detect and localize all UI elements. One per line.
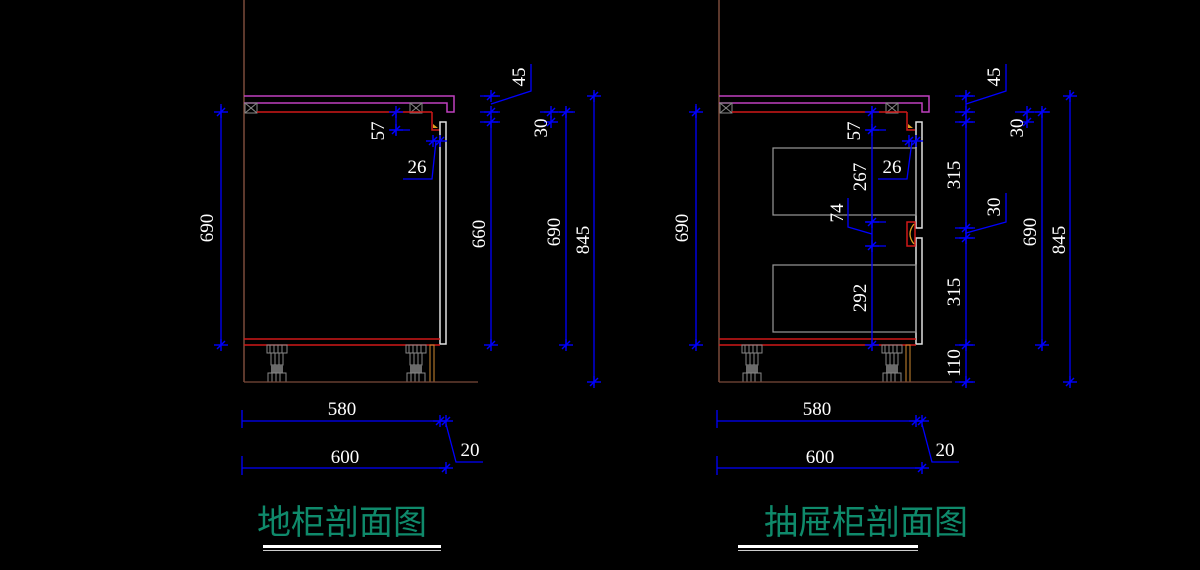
dim-inner-width: 580 (241, 399, 454, 428)
kickboard (429, 344, 435, 383)
dim-left-height-label: 690 (672, 214, 693, 243)
dim-drawer-gap-label: 74 (827, 203, 848, 223)
mid-handle-curve (909, 223, 915, 245)
dim-right-690: 690 (1020, 105, 1050, 352)
dim-right-30-label: 30 (531, 119, 552, 138)
kickboard (905, 344, 911, 383)
handle-profile (906, 112, 915, 131)
handle-mark (908, 124, 913, 128)
dim-countertop: 45 (480, 64, 532, 129)
drawer-cabinet-section: 690 57 267 74 292 26 (672, 0, 1078, 551)
dim-countertop-label: 45 (509, 68, 530, 87)
dim-countertop-label: 45 (984, 68, 1005, 87)
dim-right-660-label: 660 (469, 220, 490, 249)
dim-front-top-label: 315 (944, 161, 965, 190)
dim-handle-gap: 26 (878, 134, 924, 180)
dim-right-660: 660 (469, 122, 499, 352)
drawer-box-top (772, 147, 917, 216)
dim-right-690-label: 690 (1020, 218, 1041, 247)
drawing-title: 抽屉柜剖面图 (764, 503, 968, 543)
handle-mark (433, 124, 438, 128)
title-underline (738, 545, 918, 548)
drawer-front-bottom (915, 237, 923, 345)
base-cabinet-section: 690 57 26 45 660 30 (197, 0, 602, 551)
dim-right-690-label: 690 (544, 218, 565, 247)
drawer-box-bottom (772, 264, 917, 333)
dim-handle-gap-label: 26 (883, 157, 902, 178)
drawing-title: 地柜剖面图 (257, 503, 427, 543)
handle-profile (431, 112, 440, 131)
dim-left-height: 690 (197, 104, 229, 352)
dim-door-thickness-label: 20 (936, 440, 955, 461)
dim-drawer-top-height-label: 267 (850, 163, 871, 192)
dim-handle-gap-label: 26 (408, 157, 427, 178)
dim-total-width: 600 (241, 447, 454, 475)
door-panel (439, 121, 447, 345)
leg-icon (881, 344, 903, 383)
title-underline-thin (738, 550, 918, 551)
dim-door-thickness: 20 (445, 423, 483, 463)
dim-total-width-label: 600 (806, 447, 835, 468)
leg-icon (741, 344, 763, 383)
leg-icon (266, 344, 288, 383)
leg-icon (405, 344, 427, 383)
dim-top-offset-label: 57 (844, 122, 865, 141)
dim-door-thickness-label: 20 (461, 440, 480, 461)
dim-left-height: 690 (672, 104, 704, 352)
dim-inner-width-label: 580 (328, 399, 357, 420)
title-underline (263, 545, 441, 548)
dim-total-height-label: 845 (1049, 226, 1070, 255)
dim-front-bottom-label: 315 (944, 278, 965, 307)
dim-drawer-gap: 74 (827, 198, 873, 235)
dim-top-offset-label: 57 (368, 122, 389, 141)
dim-door-thickness: 20 (921, 423, 959, 463)
dim-total-height: 845 (573, 89, 602, 389)
dim-total-height-label: 845 (573, 226, 594, 255)
dim-right-690: 690 (544, 105, 574, 352)
dim-inner-width: 580 (716, 399, 930, 428)
dim-left-height-label: 690 (197, 214, 218, 243)
dim-top-offset: 57 (368, 105, 410, 141)
dim-front-chain (955, 64, 1007, 389)
dim-plinth-label: 110 (944, 349, 965, 377)
title-underline-thin (263, 550, 441, 551)
dim-inner-width-label: 580 (803, 399, 832, 420)
dim-right-30: 30 (531, 105, 575, 138)
fixing-block-icon (244, 102, 258, 114)
dim-center-vertical (864, 105, 886, 352)
dim-total-width-label: 600 (331, 447, 360, 468)
fixing-block-icon (719, 102, 733, 114)
mid-handle (906, 221, 916, 247)
dim-front-gap-label: 30 (984, 198, 1005, 217)
dim-total-width: 600 (716, 447, 930, 475)
dim-total-height: 845 (1049, 89, 1078, 389)
dim-drawer-bottom-height-label: 292 (850, 284, 871, 313)
dim-handle-gap: 26 (403, 134, 448, 180)
dim-right-30-label: 30 (1007, 119, 1028, 138)
